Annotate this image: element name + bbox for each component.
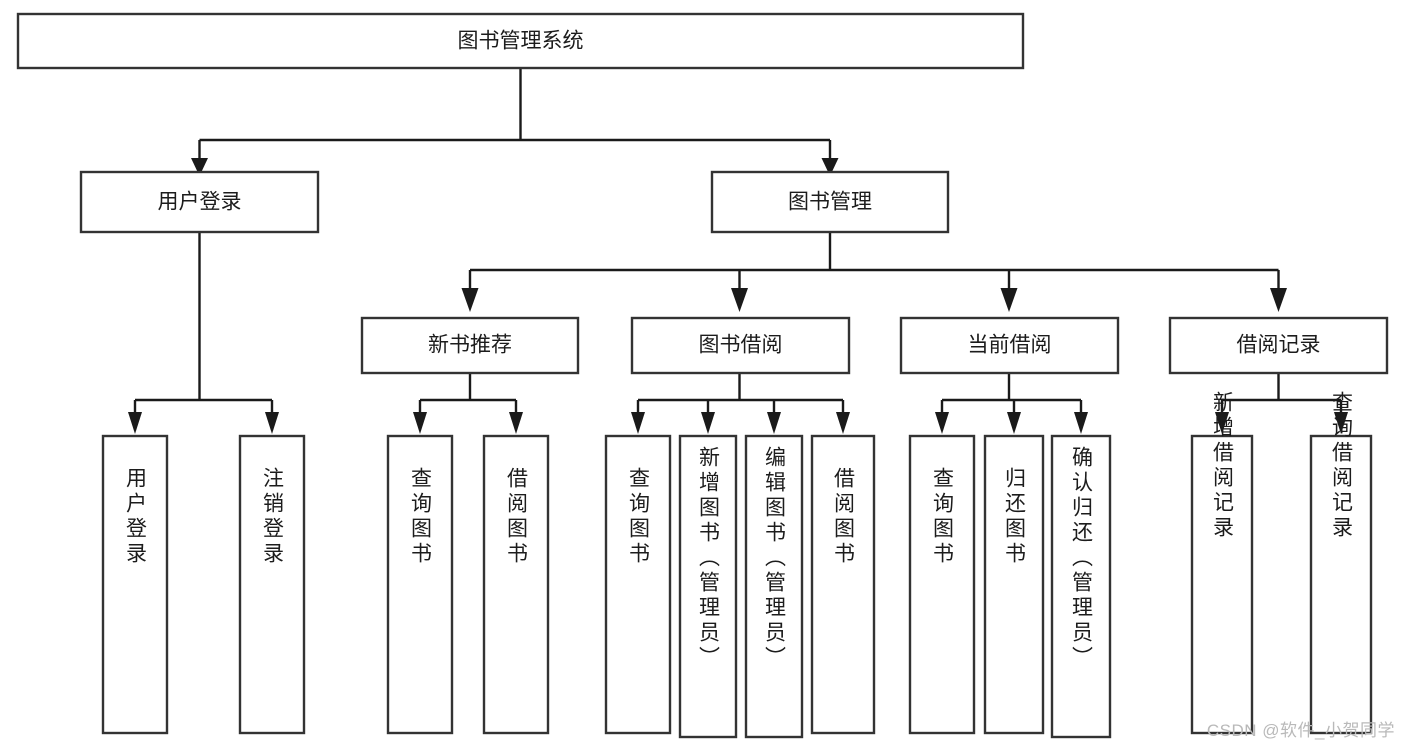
- connector-bookmanage-bus: [468, 232, 1280, 288]
- node-user-login[interactable]: 用户登录: [79, 170, 320, 234]
- leaf-add-book-admin[interactable]: 新增图书（管理员）: [678, 434, 738, 739]
- leaf-user-login-label: 用户登录: [124, 467, 148, 567]
- node-book-manage[interactable]: 图书管理: [710, 170, 950, 234]
- arrow-to-leaf-borrow-book-2: [836, 412, 850, 434]
- leaf-query-book-1-label: 查询图书: [409, 467, 433, 567]
- node-borrow-record-box[interactable]: [1168, 316, 1389, 375]
- leaf-borrow-book-1[interactable]: 借阅图书: [482, 434, 550, 735]
- connector-bookborrow-bus: [636, 373, 845, 418]
- leaf-edit-book-admin[interactable]: 编辑图书（管理员）: [744, 434, 804, 739]
- leaf-confirm-return-admin-label: 确认归还（管理员）: [1070, 446, 1094, 671]
- leaf-user-login-box[interactable]: [101, 434, 169, 735]
- leaf-logout-login-box[interactable]: [238, 434, 306, 735]
- leaf-borrow-book-1-label: 借阅图书: [505, 467, 529, 567]
- arrow-to-book-borrow: [731, 288, 748, 312]
- leaf-logout-login-label: 注销登录: [261, 467, 285, 567]
- arrow-to-user-login: [191, 158, 208, 176]
- connector-userlogin-bus: [133, 232, 274, 418]
- arrow-to-new-book-recommend: [461, 288, 479, 312]
- connector-borrowrecord-bus: [1220, 373, 1343, 418]
- leaf-confirm-return-admin-box[interactable]: [1050, 434, 1112, 739]
- leaf-query-book-2[interactable]: 查询图书: [604, 434, 672, 735]
- leaf-add-borrow-record[interactable]: 新增借阅记录: [1190, 391, 1254, 735]
- leaf-query-book-3-label: 查询图书: [931, 467, 955, 567]
- node-book-borrow[interactable]: 图书借阅: [630, 316, 851, 375]
- arrow-to-leaf-query-book-2: [631, 412, 645, 434]
- node-new-book-recommend-box[interactable]: [360, 316, 580, 375]
- leaf-borrow-book-1-box[interactable]: [482, 434, 550, 735]
- arrow-to-leaf-confirm-return-admin: [1074, 412, 1088, 434]
- leaf-query-book-2-box[interactable]: [604, 434, 672, 735]
- arrow-to-leaf-edit-book-admin: [767, 412, 781, 434]
- node-book-manage-box[interactable]: [710, 170, 950, 234]
- leaf-query-book-3[interactable]: 查询图书: [908, 434, 976, 735]
- node-current-borrow-label: 当前借阅: [968, 334, 1052, 357]
- leaf-edit-book-admin-label: 编辑图书（管理员）: [763, 446, 787, 671]
- leaf-borrow-book-2-box[interactable]: [810, 434, 876, 735]
- arrow-to-book-manage: [821, 158, 839, 176]
- leaf-return-book-label: 归还图书: [1003, 467, 1027, 567]
- node-current-borrow[interactable]: 当前借阅: [899, 316, 1120, 375]
- arrow-to-leaf-return-book: [1007, 412, 1021, 434]
- leaf-logout-login[interactable]: 注销登录: [238, 434, 306, 735]
- connector-root-bus: [198, 68, 832, 158]
- arrow-to-current-borrow: [1000, 288, 1018, 312]
- csdn-watermark: CSDN @软件_小贺同学: [1206, 721, 1395, 740]
- leaf-query-book-3-box[interactable]: [908, 434, 976, 735]
- leaf-user-login[interactable]: 用户登录: [101, 434, 169, 735]
- arrow-to-leaf-borrow-book-1: [509, 412, 523, 434]
- connector-currentborrow-bus: [940, 373, 1083, 418]
- leaf-add-book-admin-label: 新增图书（管理员）: [697, 446, 721, 671]
- arrow-to-leaf-query-borrow-record: [1334, 412, 1348, 434]
- node-new-book-recommend[interactable]: 新书推荐: [360, 316, 580, 375]
- leaf-add-book-admin-box[interactable]: [678, 434, 738, 739]
- leaf-query-borrow-record-label: 查询借阅记录: [1330, 391, 1354, 541]
- arrow-to-leaf-add-book-admin: [701, 412, 715, 434]
- leaf-query-borrow-record[interactable]: 查询借阅记录: [1309, 391, 1373, 735]
- arrow-to-leaf-logout-login: [265, 412, 279, 434]
- node-user-login-label: 用户登录: [158, 191, 242, 214]
- node-new-book-recommend-label: 新书推荐: [428, 334, 512, 357]
- leaf-confirm-return-admin[interactable]: 确认归还（管理员）: [1050, 434, 1112, 739]
- arrow-to-leaf-user-login: [128, 412, 142, 434]
- leaf-edit-book-admin-box[interactable]: [744, 434, 804, 739]
- leaf-query-book-1-box[interactable]: [386, 434, 454, 735]
- node-borrow-record[interactable]: 借阅记录: [1168, 316, 1389, 375]
- leaf-query-borrow-record-box[interactable]: [1309, 434, 1373, 735]
- arrow-to-borrow-record: [1270, 288, 1287, 312]
- leaf-borrow-book-2-label: 借阅图书: [832, 467, 856, 567]
- leaf-query-book-2-label: 查询图书: [627, 467, 651, 567]
- node-user-login-box[interactable]: [79, 170, 320, 234]
- node-borrow-record-label: 借阅记录: [1237, 334, 1321, 357]
- node-book-borrow-box[interactable]: [630, 316, 851, 375]
- connector-newbook-bus: [418, 373, 518, 418]
- node-book-borrow-label: 图书借阅: [699, 334, 783, 357]
- node-root-box[interactable]: [16, 12, 1025, 70]
- connector-layer: [128, 68, 1348, 434]
- node-root-label: 图书管理系统: [458, 30, 584, 53]
- leaf-borrow-book-2[interactable]: 借阅图书: [810, 434, 876, 735]
- arrow-to-leaf-query-book-3: [935, 412, 949, 434]
- node-book-manage-label: 图书管理: [788, 191, 872, 214]
- leaf-add-borrow-record-box[interactable]: [1190, 434, 1254, 735]
- node-root[interactable]: 图书管理系统: [16, 12, 1025, 70]
- arrow-to-leaf-query-book-1: [413, 412, 427, 434]
- leaf-return-book-box[interactable]: [983, 434, 1045, 735]
- leaf-add-borrow-record-label: 新增借阅记录: [1211, 391, 1235, 541]
- node-current-borrow-box[interactable]: [899, 316, 1120, 375]
- leaf-query-book-1[interactable]: 查询图书: [386, 434, 454, 735]
- leaf-return-book[interactable]: 归还图书: [983, 434, 1045, 735]
- arrow-to-leaf-add-borrow-record: [1215, 412, 1229, 434]
